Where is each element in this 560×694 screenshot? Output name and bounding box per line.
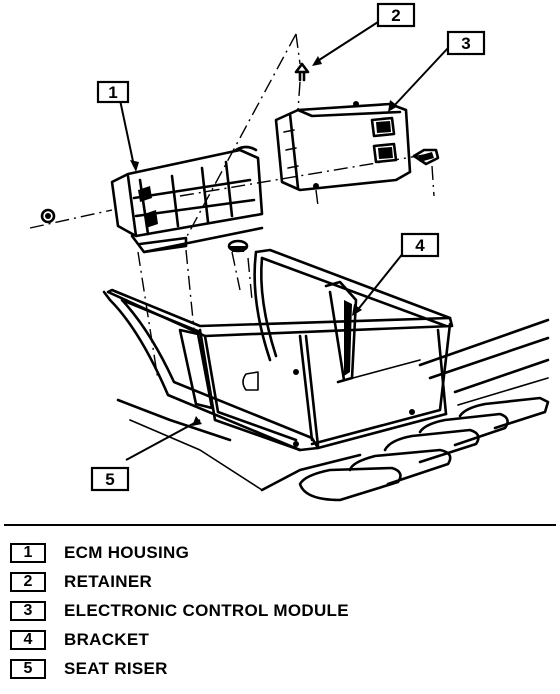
floor-pan [116, 318, 550, 502]
fasteners [40, 208, 249, 253]
legend-number: 3 [10, 600, 46, 621]
legend-label: SEAT RISER [64, 658, 168, 678]
callout-5: 5 [90, 466, 130, 492]
legend-number: 1 [10, 542, 46, 563]
legend-number: 5 [10, 658, 46, 679]
leader-lines [119, 21, 449, 461]
retainer [294, 62, 310, 82]
callout-3-number: 3 [461, 34, 470, 53]
callout-3: 3 [446, 30, 486, 56]
parts-legend: 1 ECM HOUSING 2 RETAINER 3 ELECTRONIC CO… [10, 538, 550, 683]
legend-divider [4, 524, 556, 526]
callout-2-number: 2 [391, 6, 400, 25]
callout-5-number: 5 [105, 470, 114, 489]
exploded-view-diagram: 1 2 3 4 5 [29, 2, 550, 502]
ecm-housing [110, 145, 264, 254]
seat-riser [102, 288, 454, 452]
electronic-control-module [274, 101, 440, 192]
bracket [253, 248, 452, 384]
legend-number: 4 [10, 629, 46, 650]
legend-label: RETAINER [64, 571, 153, 591]
callout-4-number: 4 [415, 236, 425, 255]
legend-item: 3 ELECTRONIC CONTROL MODULE [10, 596, 550, 625]
legend-label: ELECTRONIC CONTROL MODULE [64, 600, 349, 620]
legend-item: 4 BRACKET [10, 625, 550, 654]
callout-1-number: 1 [108, 83, 117, 102]
callout-2: 2 [376, 2, 416, 28]
legend-label: ECM HOUSING [64, 542, 190, 562]
assembly-lines [29, 33, 435, 381]
legend-label: BRACKET [64, 629, 150, 649]
legend-item: 2 RETAINER [10, 567, 550, 596]
callout-1: 1 [96, 80, 130, 104]
legend-item: 5 SEAT RISER [10, 654, 550, 683]
legend-item: 1 ECM HOUSING [10, 538, 550, 567]
legend-number: 2 [10, 571, 46, 592]
callout-4: 4 [400, 232, 440, 258]
